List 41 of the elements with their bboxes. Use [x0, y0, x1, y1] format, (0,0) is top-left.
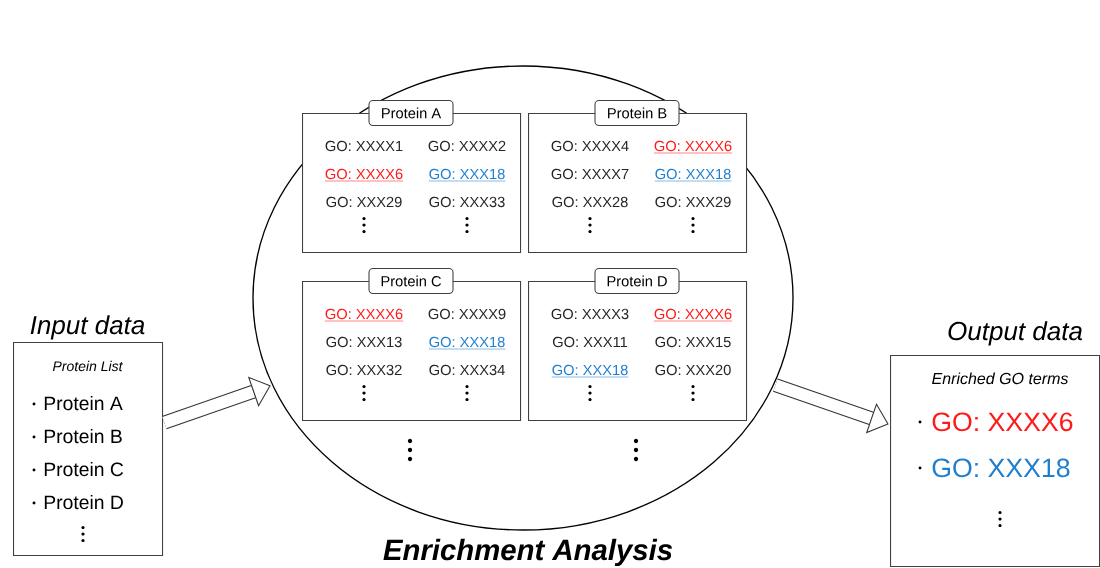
heading: Enrichment Analysis [383, 538, 673, 567]
go-term: GO: XXX13 [326, 336, 402, 348]
list-item: Protein B [44, 429, 122, 444]
heading: Output data [948, 321, 1083, 346]
go-term: GO: XXX34 [429, 364, 505, 376]
list-item: Protein D [44, 495, 123, 510]
tab-label: Protein B [594, 99, 680, 127]
go-term: GO: XXXX9 [428, 308, 506, 320]
tab-label: Protein D [594, 267, 680, 295]
go-term: GO: XXX15 [655, 336, 731, 348]
go-term: GO: XXXX4 [551, 140, 629, 152]
list-title: Protein List [52, 360, 123, 372]
tab-label: Protein C [368, 267, 454, 295]
tab-label: Protein A [368, 99, 454, 127]
go-term: GO: XXX29 [655, 196, 731, 208]
go-term: GO: XXX33 [429, 196, 505, 208]
list-item: Protein A [44, 396, 123, 411]
go-term: GO: XXX18 [428, 168, 506, 182]
go-term: GO: XXXX6 [324, 168, 404, 182]
go-term: GO: XXX11 [552, 336, 628, 348]
go-term: GO: XXXX6 [324, 308, 404, 322]
go-term: GO: XXXX3 [551, 308, 629, 320]
go-term: GO: XXXX7 [551, 168, 629, 180]
go-term: GO: XXXX6 [653, 308, 733, 322]
block-arrow [773, 378, 889, 434]
go-term: GO: XXX18 [428, 336, 506, 350]
go-term: GO: XXXX6 [653, 140, 733, 154]
go-term: GO: XXX20 [655, 364, 731, 376]
go-term: GO: XXXX6 [932, 412, 1073, 432]
go-term: GO: XXXX1 [325, 140, 403, 152]
go-term: GO: XXX29 [326, 196, 402, 208]
go-term: GO: XXXX2 [428, 140, 506, 152]
list-title: Enriched GO terms [932, 372, 1069, 385]
go-term: GO: XXX18 [654, 168, 732, 182]
go-term: GO: XXX32 [326, 364, 402, 376]
list-item: Protein C [44, 462, 124, 477]
go-term: GO: XXX18 [551, 364, 629, 378]
block-arrow [162, 376, 271, 430]
go-term: GO: XXX28 [552, 196, 628, 208]
go-term: GO: XXX18 [932, 458, 1070, 478]
heading: Input data [30, 315, 145, 340]
